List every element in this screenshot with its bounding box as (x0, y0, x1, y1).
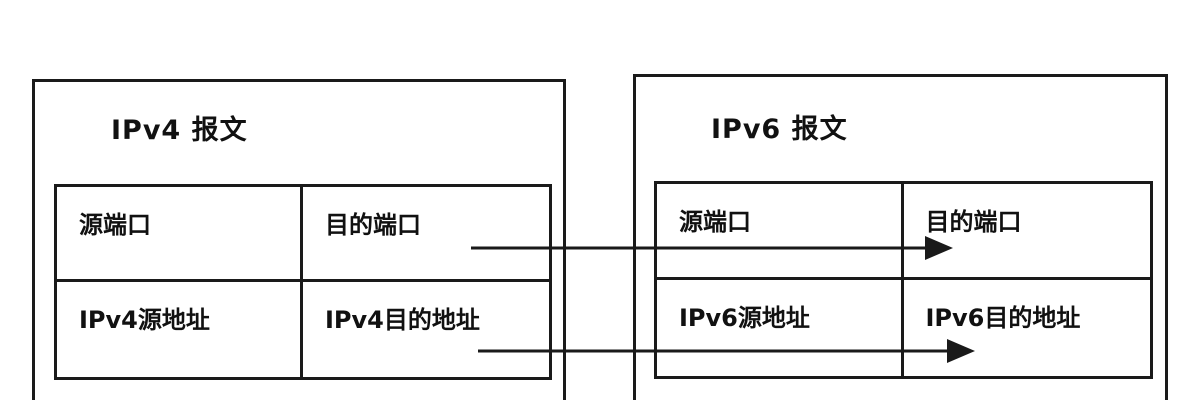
ipv4-packet-title: IPv4 报文 (111, 115, 248, 146)
ipv4-source-address-cell: IPv4源地址 (57, 282, 303, 377)
ipv6-packet-title: IPv6 报文 (711, 114, 848, 145)
ipv4-source-port-cell: 源端口 (57, 187, 303, 282)
ipv4-field-table: 源端口 目的端口 IPv4源地址 IPv4目的地址 (54, 184, 552, 380)
ipv6-destination-address-cell: IPv6目的地址 (925, 304, 1081, 332)
ipv4-packet-box: IPv4 报文 源端口 目的端口 IPv4源地址 IPv4目的地址 (32, 79, 566, 400)
ipv6-source-port-cell: 源端口 (657, 184, 904, 280)
ipv6-source-address-cell: IPv6源地址 (657, 280, 904, 376)
ipv6-field-table: 源端口 目的端口 IPv6源地址 IPv6目的地址 (654, 181, 1153, 379)
ipv6-destination-port-cell: 目的端口 (903, 184, 1150, 280)
ipv4-destination-port-cell: 目的端口 (303, 187, 549, 282)
ipv4-destination-address-cell: IPv4目的地址 (325, 306, 480, 334)
ipv6-packet-box: IPv6 报文 源端口 目的端口 IPv6源地址 IPv6目的地址 (633, 74, 1168, 400)
